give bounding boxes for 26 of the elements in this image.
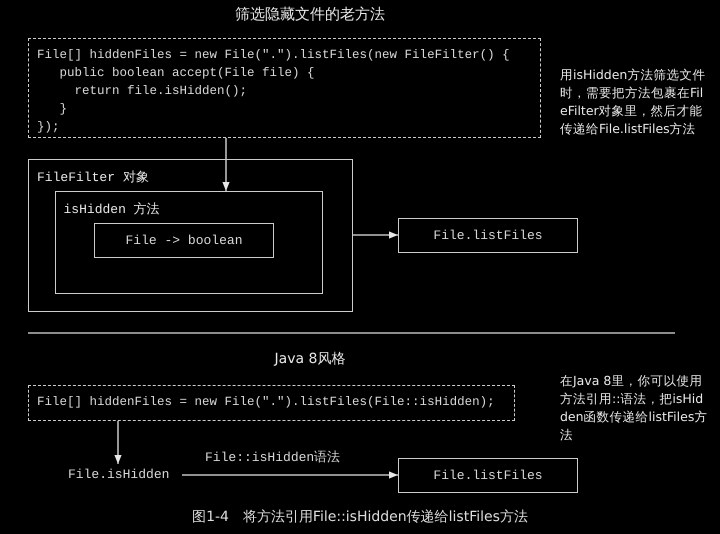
method-name: File.isHidden: [68, 464, 180, 486]
arrow: [353, 231, 398, 239]
side-note: 用isHidden方法筛选文件时，需要把方法包裹在FileFilter对象里，然后才能传递给File.listFiles方法: [560, 66, 706, 138]
diagram-title: 筛选隐藏文件的老方法: [234, 5, 386, 24]
edge-label: File::isHidden语法: [205, 448, 340, 466]
method-box: [54, 190, 322, 294]
box-heading: FileFilter 对象: [37, 169, 149, 186]
code-line: return file.isHidden();: [74, 83, 248, 100]
code-box: [28, 385, 515, 421]
code-line: });: [37, 119, 61, 136]
object-box: [28, 159, 353, 312]
box-heading: isHidden 方法: [64, 200, 160, 218]
arrow: [222, 138, 230, 191]
section-heading: Java 8风格: [272, 350, 346, 368]
side-note: 在Java 8里，你可以使用方法引用::语法，把isHidden函数传递给listFiles方法: [560, 372, 708, 444]
code-box: [28, 38, 541, 138]
code-line: File[] hiddenFiles = new File(".").listFiles(new FileFilter() {: [37, 47, 511, 64]
code-line: public boolean accept(File file) {: [58, 65, 316, 82]
figure-caption: 图1-4 将方法引用File::isHidden传递给listFiles方法: [191, 508, 529, 526]
method-box: File.listFiles: [398, 458, 578, 493]
arrow: [182, 471, 398, 479]
code-line: File[] hiddenFiles = new File(".").listFiles(File::isHidden);: [37, 394, 496, 411]
arrow: [114, 421, 122, 464]
code-line: }: [58, 101, 68, 118]
type-box: File -> boolean: [94, 223, 274, 258]
method-box: File.listFiles: [398, 218, 578, 253]
